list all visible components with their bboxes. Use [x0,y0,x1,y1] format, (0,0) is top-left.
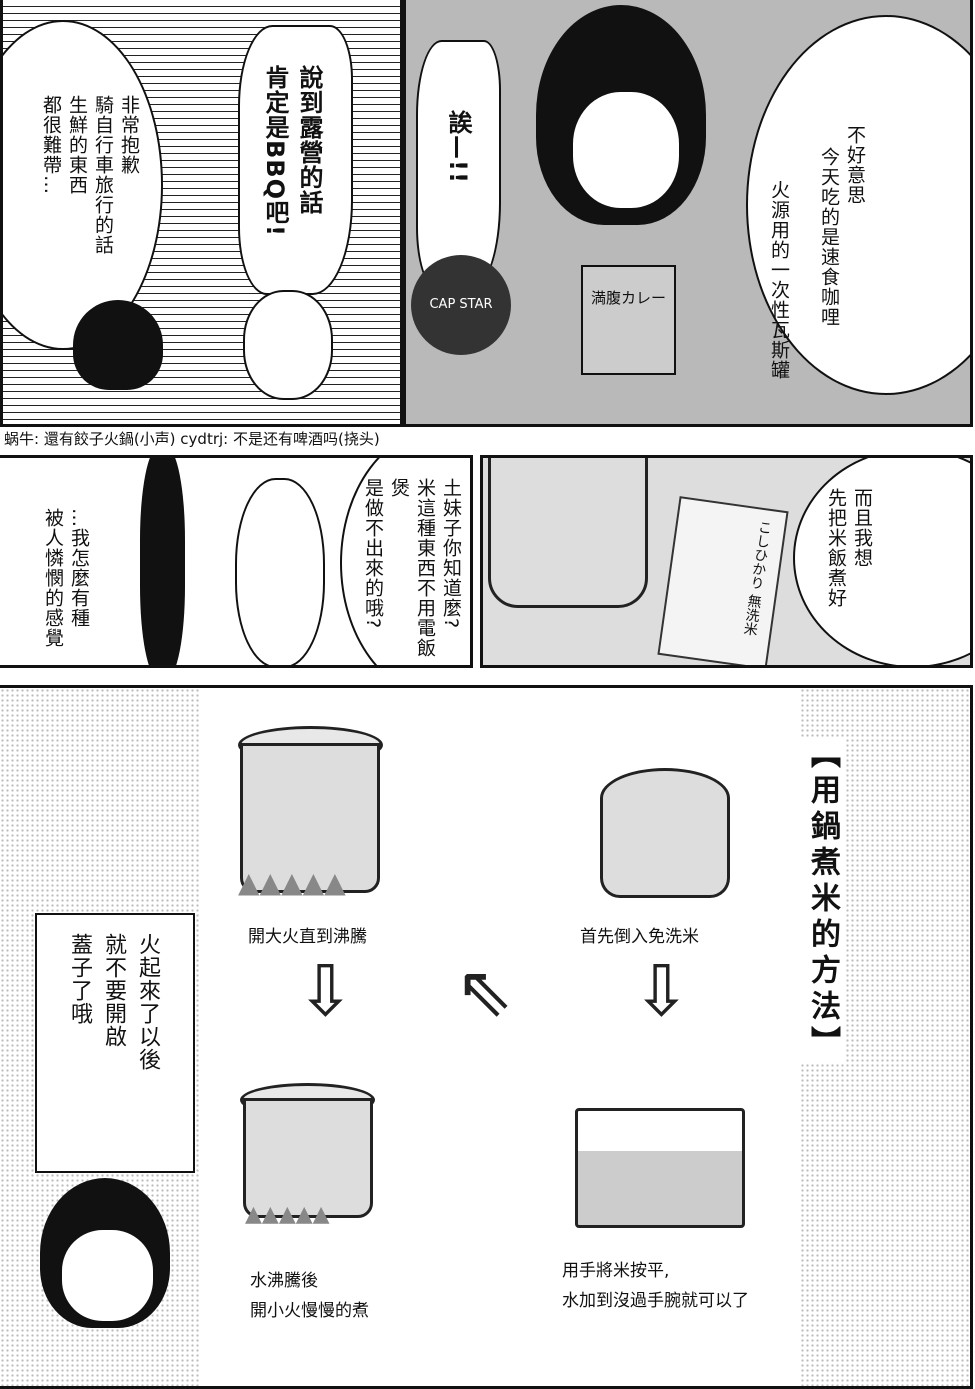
apology-text: 非常抱歉騎自行車旅行的話生鮮的東西都很難帶… [38,95,142,255]
character-girl-face [571,90,681,210]
line: 肯定是BBQ吧! [261,65,289,237]
chibi-face [60,1228,155,1323]
character-blonde [243,290,333,400]
character-dark-hair [73,300,163,390]
exclaim-text: 誒—!! [444,110,472,184]
speech-bubble-exclaim [416,40,501,290]
panel-rice-bag: こしひかり 無洗米 而且我想先把米飯煮好 [480,455,973,668]
speech-bubble-bbq [238,25,353,295]
line: 而且我想 [851,488,873,568]
curry-box: 満腹カレー [581,265,676,375]
step3-label: 開大火直到沸騰 [248,927,367,947]
line: 都很難帶… [40,95,62,195]
curry-text: 不好意思今天吃的是速食咖哩 火源用的一次性瓦斯罐 [766,125,868,380]
arrow-down-icon: ⇩ [296,950,355,1032]
line: 說到露營的話 [295,65,323,215]
rice-bag: こしひかり 無洗米 [657,496,789,665]
panel-curry: 誒—!! CAP STAR 満腹カレー 不好意思今天吃的是速食咖哩 火源用的一次性… [403,0,973,427]
speech-bubble-rice [340,458,470,665]
line: 開小火慢慢的煮 [250,1301,369,1321]
line: 被人憐憫的感覺 [42,508,64,648]
panel-rice-guide: 【用鍋煮米的方法】 首先倒入免洗米 ⇩ 用手將米按平, 水加到沒過手腕就可以了 ▲… [0,685,973,1389]
rice-text: 土妹子你知道麼?米這種東西不用電飯煲是做不出來的哦? [360,478,464,665]
line: 今天吃的是速食咖哩 [818,147,840,327]
flames: ▲▲▲▲▲ [238,866,346,899]
speech-box-lid [35,913,195,1173]
line: 不好意思 [844,125,866,205]
pot-step1 [600,768,730,898]
cook-text: 而且我想先把米飯煮好 [823,488,875,608]
line: 生鮮的東西 [66,95,88,195]
line: 就不要開啟 [101,933,126,1048]
narration-text: …我怎麼有種被人憐憫的感覺 [40,508,92,648]
speech-bubble-cook [793,458,970,665]
step4-label: 水沸騰後開小火慢慢的煮 [250,1266,369,1326]
pot-step3 [240,743,380,893]
line: 騎自行車旅行的話 [92,95,114,255]
line: 米這種東西不用電飯煲 [388,478,436,658]
panel-bbq: 非常抱歉騎自行車旅行的話生鮮的東西都很難帶… 說到露營的話肯定是BBQ吧! [0,0,403,427]
character-blonde-pointing [235,478,325,665]
line: 火起來了以後 [135,933,160,1071]
line: 蓋子了哦 [67,933,92,1025]
line: …我怎麼有種 [68,508,90,628]
bbq-text: 說到露營的話肯定是BBQ吧! [258,65,326,237]
line: 用手將米按平, [562,1261,670,1281]
pot-step4 [243,1098,373,1218]
container-step2 [575,1108,745,1228]
speech-bubble-curry [746,15,970,395]
lid-text: 火起來了以後就不要開啟蓋子了哦 [62,933,164,1071]
line: 水加到沒過手腕就可以了 [562,1291,749,1311]
line: 是做不出來的哦? [362,478,384,630]
guide-title: 【用鍋煮米的方法】 [800,738,844,1062]
pot [488,458,648,608]
character-silhouette [140,458,185,665]
arrow-down-icon: ⇩ [632,950,691,1032]
line: 先把米飯煮好 [825,488,847,608]
line: 土妹子你知道麼? [440,478,462,630]
step1-label: 首先倒入免洗米 [580,927,699,947]
line: 水沸騰後 [250,1271,318,1291]
arrow-up-left-icon: ⇖ [455,950,514,1032]
translator-note: 蜗牛: 還有餃子火鍋(小声) cydtrj: 不是还有啤酒吗(挠头) [4,430,380,448]
speech-bubble-apology [3,20,163,350]
step2-label: 用手將米按平, 水加到沒過手腕就可以了 [562,1256,749,1316]
flames: ▲▲▲▲▲ [245,1202,330,1227]
gas-can: CAP STAR [411,255,511,355]
panel-rice-cooker: …我怎麼有種被人憐憫的感覺 土妹子你知道麼?米這種東西不用電飯煲是做不出來的哦? [0,455,473,668]
line: 火源用的一次性瓦斯罐 [768,180,790,380]
line: 非常抱歉 [118,95,140,175]
